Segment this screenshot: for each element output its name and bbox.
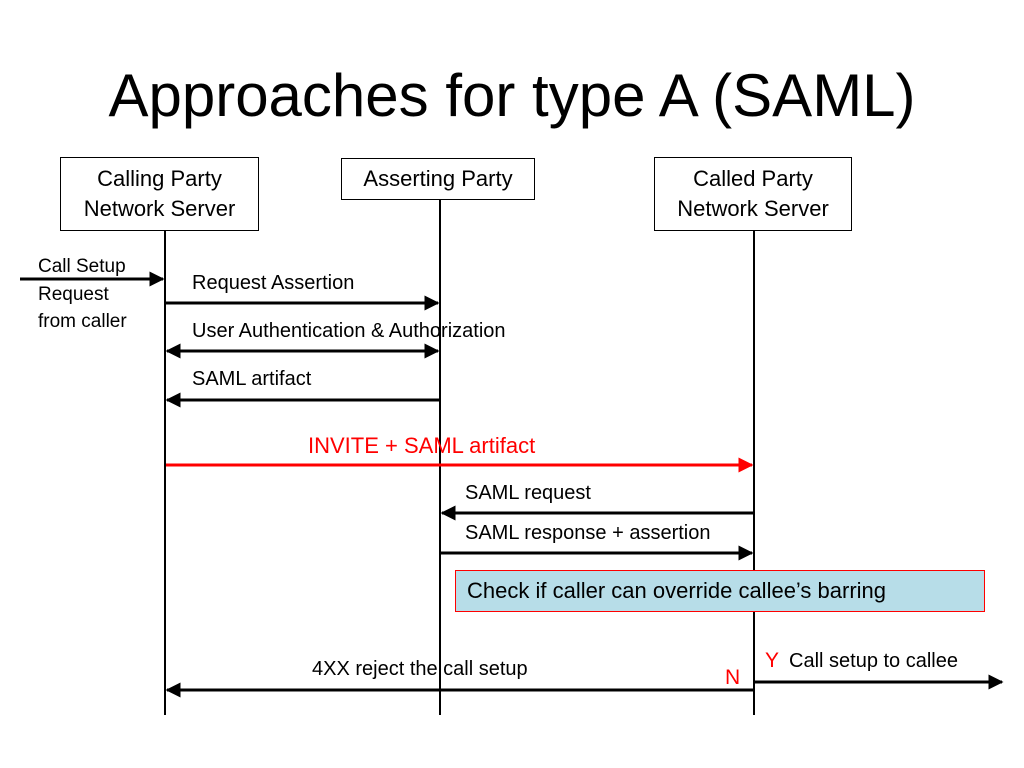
request-assertion-label: Request Assertion [192,272,355,294]
no-label: N [725,666,741,689]
calling-party-line-1: Calling Party [97,166,222,191]
saml-request-label: SAML request [465,482,591,504]
called-party-line-2: Network Server [677,196,829,221]
call-setup-label-1: Call Setup [38,256,126,277]
invite-label: INVITE + SAML artifact [308,433,536,458]
page-title: Approaches for type A (SAML) [108,62,916,129]
calling-party-line-2: Network Server [83,196,236,221]
saml-artifact-label: SAML artifact [192,368,312,390]
call-setup-callee-label: Call setup to callee [789,650,958,672]
barring-check-box: Check if caller can override callee’s ba… [455,570,985,612]
reject-label: 4XX reject the call setup [312,658,528,680]
saml-response-label: SAML response + assertion [465,522,711,544]
call-setup-label-2: Request [38,284,109,305]
call-setup-label-3: from caller [38,311,127,332]
called-party-line-1: Called Party [693,166,813,191]
asserting-party-label: Asserting Party [363,166,513,191]
asserting-party-box: Asserting Party [341,158,535,200]
yes-label: Y [765,649,780,672]
calling-party-box: Calling Party Network Server [60,157,259,231]
user-auth-label: User Authentication & Authorization [192,320,506,342]
called-party-box: Called Party Network Server [654,157,852,231]
